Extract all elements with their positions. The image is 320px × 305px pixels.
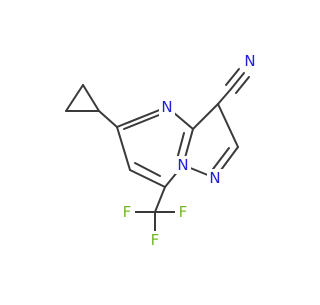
- cyclopropyl-bond: [82, 84, 100, 112]
- ring-bond: [116, 126, 131, 171]
- ring-bond: [217, 103, 239, 148]
- ring-double-bond: [209, 147, 230, 174]
- nitrile-triple-bond: [235, 76, 250, 94]
- atom-label-ring-n4: N: [161, 98, 172, 116]
- ring-bond: [192, 103, 219, 130]
- ring-bond: [116, 106, 168, 128]
- nitrile-triple-bond: [230, 72, 245, 90]
- structure-diagram: N N N N F F F: [65, 52, 258, 249]
- ring-double-bond: [123, 114, 160, 130]
- pyrazole-ring: [182, 103, 239, 179]
- cyclopropyl-attachment-bond: [98, 110, 118, 128]
- pyrimidine-ring: [116, 106, 194, 188]
- cyclopropyl-bond: [65, 84, 84, 112]
- atom-label-ring-n1: N: [209, 169, 220, 187]
- ring-double-bond: [134, 162, 161, 177]
- cyclopropyl-group: [65, 84, 118, 128]
- cf3-bond: [154, 186, 166, 213]
- atom-label-nitrile-n: N: [244, 52, 255, 70]
- atom-label-f-bottom: F: [151, 231, 160, 249]
- nitrile-group: [217, 68, 250, 105]
- atom-label-f-left: F: [123, 203, 132, 221]
- atom-label-ring-n-bridge: N: [177, 156, 188, 174]
- atom-labels: N N N N F F F: [119, 52, 258, 249]
- ring-bond: [129, 169, 166, 188]
- molecule-svg: N N N N F F F: [65, 52, 258, 249]
- atom-label-f-right: F: [179, 203, 188, 221]
- nitrile-single-bond: [217, 88, 232, 105]
- nitrile-triple-bond: [225, 68, 240, 86]
